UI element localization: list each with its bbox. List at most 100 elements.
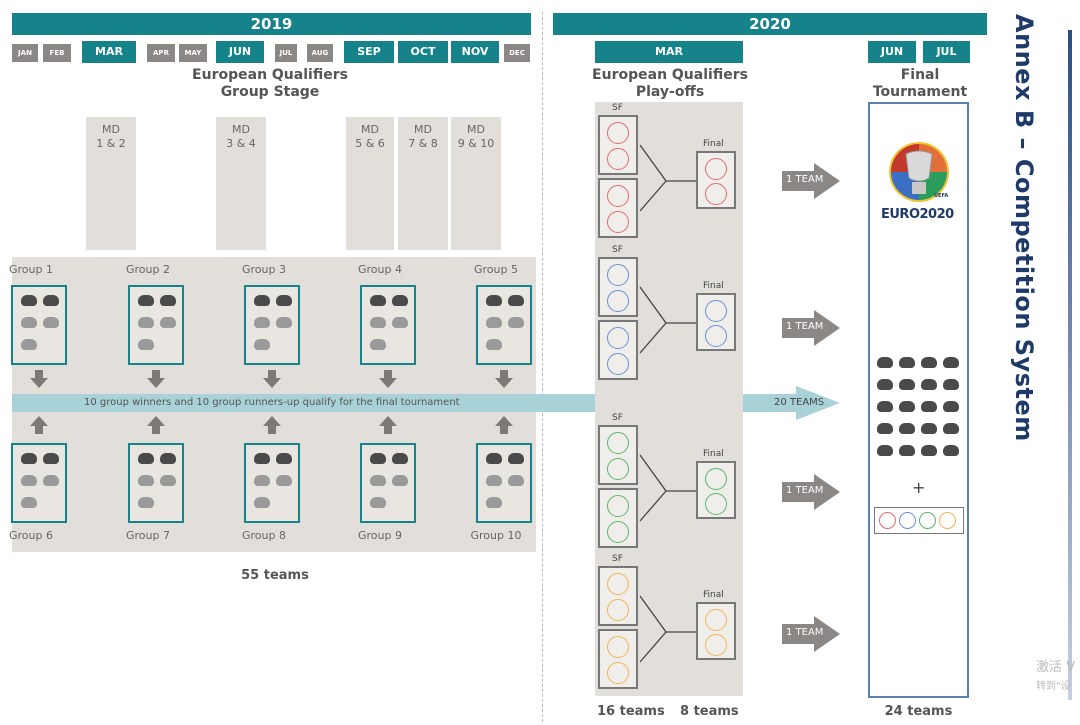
arrow-down-icon [147, 378, 165, 388]
year-2020-bar: 2020 [553, 13, 987, 35]
qualify-band: 10 group winners and 10 group runners-up… [12, 394, 768, 412]
jersey-icon [254, 339, 270, 350]
plus-sign: + [912, 478, 926, 497]
jersey-icon [921, 379, 937, 390]
group-label: Group 6 [9, 529, 53, 542]
group-box [476, 443, 532, 523]
jersey-icon [392, 295, 408, 306]
arrow-down-icon [152, 370, 160, 378]
jersey-icon [43, 317, 59, 328]
uefa-small-text: UEFA [934, 193, 949, 199]
one-team-label: 1 TEAM [786, 485, 824, 496]
jersey-icon [160, 295, 176, 306]
teams-8-label: 8 teams [680, 704, 739, 719]
semifinal-box [598, 178, 638, 238]
year-divider [542, 12, 543, 722]
final-tournament-box [868, 102, 969, 698]
euro2020-logo-text: EURO2020 [881, 207, 954, 222]
arrow-down-icon [263, 378, 281, 388]
month-2020-jun: JUN [868, 41, 916, 63]
jersey-icon [138, 453, 154, 464]
jersey-icon [486, 339, 502, 350]
jersey-icon [21, 453, 37, 464]
team-circle-icon [607, 148, 629, 170]
semifinal-box [598, 115, 638, 175]
jersey-icon [21, 317, 37, 328]
watermark-line1: 激活 V [1036, 660, 1076, 675]
group-label: Group 9 [358, 529, 402, 542]
jersey-icon [21, 295, 37, 306]
final-label: Final [703, 449, 724, 459]
team-circle-icon [705, 493, 727, 515]
jersey-icon [276, 475, 292, 486]
bracket-lines [639, 144, 696, 212]
jersey-icon [276, 453, 292, 464]
team-circle-icon [607, 432, 629, 454]
bracket-lines [639, 286, 696, 354]
one-team-label: 1 TEAM [786, 174, 824, 185]
arrow-down-icon [379, 378, 397, 388]
team-circle-icon [879, 512, 896, 529]
jersey-icon [21, 497, 37, 508]
team-circle-icon [705, 300, 727, 322]
team-circle-icon [607, 495, 629, 517]
arrow-up-icon [30, 416, 48, 426]
jersey-icon [138, 339, 154, 350]
group-box [11, 285, 67, 365]
jersey-icon [508, 317, 524, 328]
final-label: Final [703, 139, 724, 149]
one-team-label: 1 TEAM [786, 627, 824, 638]
group-label: Group 2 [126, 263, 170, 276]
group-label: Group 5 [474, 263, 518, 276]
team-circle-icon [705, 609, 727, 631]
jersey-icon [899, 357, 915, 368]
jersey-icon [877, 445, 893, 456]
jersey-icon [276, 317, 292, 328]
jersey-icon [254, 295, 270, 306]
arrow-down-icon [384, 370, 392, 378]
team-circle-icon [899, 512, 916, 529]
semifinal-label: SF [612, 554, 623, 564]
semifinal-box [598, 488, 638, 548]
jersey-icon [254, 453, 270, 464]
bracket-lines [639, 454, 696, 522]
jersey-icon [254, 317, 270, 328]
semifinal-box [598, 320, 638, 380]
arrow-up-icon [384, 426, 392, 434]
semifinal-box [598, 425, 638, 485]
jersey-icon [254, 475, 270, 486]
jersey-icon [877, 379, 893, 390]
jersey-icon [370, 453, 386, 464]
group-label: Group 1 [9, 263, 53, 276]
jersey-icon [392, 475, 408, 486]
month-oct: OCT [398, 41, 448, 63]
jersey-icon [508, 453, 524, 464]
jersey-icon [370, 339, 386, 350]
jersey-icon [877, 401, 893, 412]
month-nov: NOV [451, 41, 499, 63]
final-box [696, 293, 736, 351]
jersey-icon [899, 379, 915, 390]
arrow-up-icon [495, 416, 513, 426]
team-circle-icon [705, 468, 727, 490]
jersey-icon [899, 423, 915, 434]
team-circle-icon [607, 185, 629, 207]
jersey-icon [138, 475, 154, 486]
jersey-icon [43, 475, 59, 486]
jersey-icon [921, 423, 937, 434]
arrow-up-icon [147, 416, 165, 426]
arrow-down-icon [500, 370, 508, 378]
arrow-down-icon [35, 370, 43, 378]
jersey-icon [508, 475, 524, 486]
group-box [360, 285, 416, 365]
jersey-icon [943, 445, 959, 456]
team-circle-icon [607, 290, 629, 312]
jersey-icon [899, 445, 915, 456]
month-may: MAY [179, 44, 207, 62]
group-box [360, 443, 416, 523]
